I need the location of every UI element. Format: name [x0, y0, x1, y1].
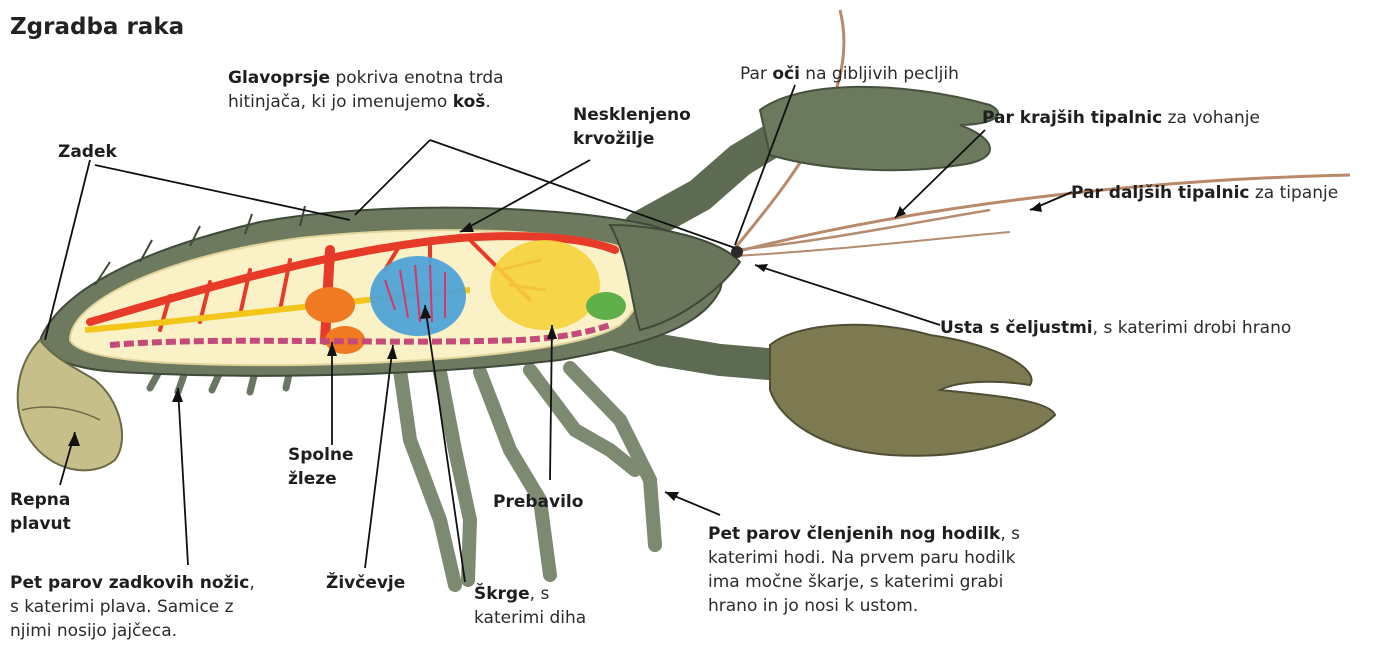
label-prebavilo: Prebavilo [493, 490, 583, 514]
label-hodilke: Pet parov členjenih nog hodilk, s kateri… [708, 522, 1020, 618]
label-nesklenjeno-krvozilje: Nesklenjenokrvožilje [573, 103, 691, 151]
upper-claw [760, 87, 998, 170]
line-zivcevje [365, 345, 393, 568]
stomach [586, 292, 626, 320]
label-krajsih-tipalnic: Par krajših tipalnic za vohanje [982, 106, 1260, 130]
label-glavoprsje: Glavoprsje pokriva enotna trda hitinjača… [228, 66, 504, 114]
label-oci: Par oči na gibljivih pecljih [740, 62, 959, 86]
label-daljsih-tipalnic: Par daljših tipalnic za tipanje [1071, 181, 1338, 205]
page-title: Zgradba raka [10, 14, 184, 40]
line-zadek-shell [95, 165, 350, 220]
label-spolne-zleze: Spolnežleze [288, 443, 354, 491]
digestive-gland [490, 240, 600, 330]
line-zadkove [178, 388, 188, 565]
gonads [305, 287, 355, 323]
label-zadek: Zadek [58, 140, 117, 164]
line-usta [755, 265, 940, 325]
lower-claw [770, 325, 1055, 456]
label-zadkove-nozice: Pet parov zadkovih nožic, s katerimi pla… [10, 571, 255, 643]
label-repna-plavut: Repnaplavut [10, 488, 71, 536]
line-glavoprsje-body [355, 140, 430, 215]
label-usta: Usta s čeljustmi, s katerimi drobi hrano [940, 316, 1291, 340]
label-zivcevje: Živčevje [326, 571, 405, 595]
label-skrge: Škrge, s katerimi diha [474, 582, 586, 630]
